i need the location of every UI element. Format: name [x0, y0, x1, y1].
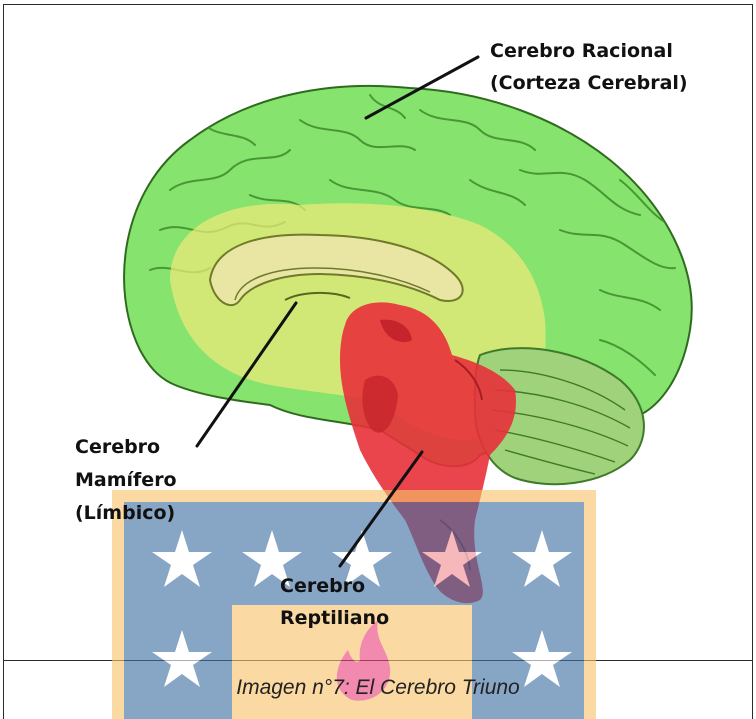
neocortex-label-line1: Cerebro Racional [490, 35, 688, 67]
limbic-label-line3: (Límbico) [75, 497, 177, 530]
limbic-label-line1: Cerebro [75, 431, 177, 464]
limbic-label-line2: Mamífero [75, 464, 177, 497]
reptilian-label-line1: Cerebro [280, 570, 389, 602]
neocortex-label: Cerebro Racional (Corteza Cerebral) [490, 35, 688, 99]
reptilian-label-line2: Reptiliano [280, 602, 389, 634]
reptilian-label: Cerebro Reptiliano [280, 570, 389, 634]
figure-caption: Imagen n°7: El Cerebro Triuno [0, 676, 756, 700]
limbic-label: Cerebro Mamífero (Límbico) [75, 431, 177, 530]
neocortex-label-line2: (Corteza Cerebral) [490, 67, 688, 99]
